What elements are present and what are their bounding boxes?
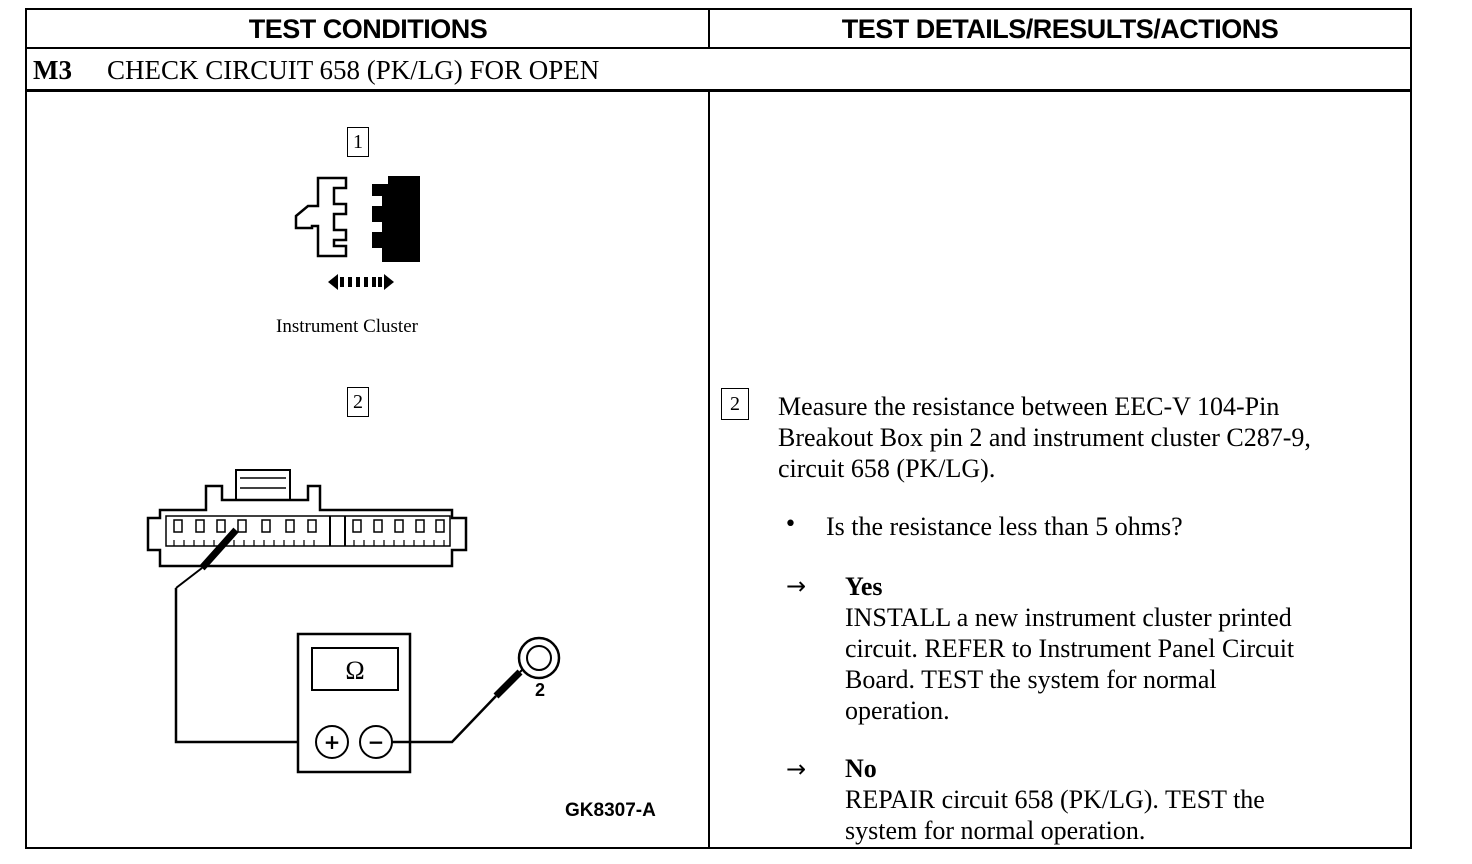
instruction-text: Measure the resistance between EEC-V 104… — [778, 391, 1311, 484]
instruction-line: circuit 658 (PK/LG). — [778, 454, 996, 483]
yes-line: Board. TEST the system for normal — [845, 665, 1217, 694]
step-title: CHECK CIRCUIT 658 (PK/LG) FOR OPEN — [107, 54, 600, 85]
positive-terminal: + — [323, 730, 341, 754]
question-text: Is the resistance less than 5 ohms? — [826, 512, 1183, 541]
no-branch: No REPAIR circuit 658 (PK/LG). TEST the … — [845, 753, 1265, 846]
body-divider — [708, 92, 710, 849]
no-arrow-icon: → — [786, 755, 807, 783]
no-label: No — [845, 754, 877, 783]
breakout-connector-icon — [146, 469, 468, 568]
ohmmeter-icon — [296, 632, 412, 774]
yes-label: Yes — [845, 572, 883, 601]
connector-disconnect-icon — [294, 176, 420, 290]
header-rule — [27, 47, 1410, 49]
no-line: REPAIR circuit 658 (PK/LG). TEST the — [845, 785, 1265, 814]
negative-terminal: − — [367, 730, 385, 754]
instruction-line: Breakout Box pin 2 and instrument cluste… — [778, 423, 1311, 452]
ohm-symbol: Ω — [345, 656, 365, 685]
header-test-conditions: TEST CONDITIONS — [248, 13, 488, 44]
no-line: system for normal operation. — [845, 816, 1146, 845]
test-probe-icon — [175, 527, 239, 589]
step-ref-box: 2 — [721, 388, 749, 420]
yes-line: operation. — [845, 696, 950, 725]
instruction-line: Measure the resistance between EEC-V 104… — [778, 392, 1280, 421]
yes-line: circuit. REFER to Instrument Panel Circu… — [845, 634, 1295, 663]
callout-1: 1 — [347, 127, 369, 157]
pin-2-label: 2 — [535, 680, 546, 700]
instrument-cluster-caption: Instrument Cluster — [276, 316, 418, 337]
yes-line: INSTALL a new instrument cluster printed — [845, 603, 1292, 632]
header-test-details: TEST DETAILS/RESULTS/ACTIONS — [841, 13, 1279, 44]
yes-arrow-icon: → — [786, 572, 807, 600]
step-id: M3 — [33, 54, 72, 85]
test-table: TEST CONDITIONS TEST DETAILS/RESULTS/ACT… — [25, 8, 1412, 849]
figure-id: GK8307-A — [565, 800, 656, 821]
bullet-icon: • — [784, 512, 797, 537]
yes-branch: Yes INSTALL a new instrument cluster pri… — [845, 571, 1294, 726]
callout-2: 2 — [347, 387, 369, 417]
header-divider — [708, 10, 710, 48]
breakout-pin-2-terminal — [517, 636, 561, 680]
step-rule — [27, 89, 1410, 92]
breakout-box-meter-diagram — [146, 469, 561, 774]
step-title-row: M3 CHECK CIRCUIT 658 (PK/LG) FOR OPEN — [33, 50, 599, 90]
